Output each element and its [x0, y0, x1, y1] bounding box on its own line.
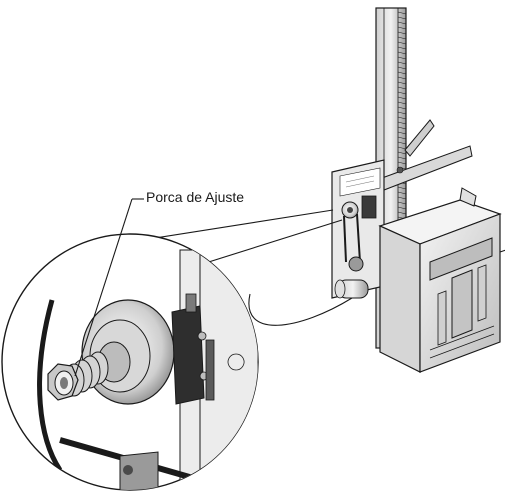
- rack-tooth: [397, 16, 407, 20]
- cover-box: [378, 187, 505, 373]
- rack-tooth: [397, 161, 407, 165]
- rack-tooth: [397, 61, 407, 65]
- rack-tooth: [397, 186, 407, 190]
- rack-tooth: [397, 41, 407, 45]
- rack-tooth: [397, 136, 407, 140]
- rack-tooth: [397, 111, 407, 115]
- rack-tooth: [397, 211, 407, 215]
- rack-tooth: [397, 96, 407, 100]
- rack-tooth: [397, 66, 407, 70]
- rack-tooth: [397, 116, 407, 120]
- rack-tooth: [397, 201, 407, 205]
- microswitch: [171, 293, 215, 405]
- rack-tooth: [397, 126, 407, 130]
- rack-tooth: [397, 81, 407, 85]
- rack-tooth: [397, 11, 407, 15]
- rack-tooth: [397, 86, 407, 90]
- rack-tooth: [397, 141, 407, 145]
- rack-tooth: [397, 121, 407, 125]
- rack-tooth: [397, 51, 407, 55]
- rack-tooth: [397, 21, 407, 25]
- rack-tooth: [397, 56, 407, 60]
- rack-tooth: [397, 76, 407, 80]
- rack-tooth: [397, 31, 407, 35]
- rack-tooth: [397, 191, 407, 195]
- rack-tooth: [397, 206, 407, 210]
- rack-tooth: [397, 91, 407, 95]
- rack-tooth: [397, 101, 407, 105]
- zoom-detail: [1, 233, 259, 491]
- rack-tooth: [397, 196, 407, 200]
- callout-label-porca-de-ajuste: Porca de Ajuste: [146, 189, 245, 205]
- diagonal-bars: [381, 119, 473, 191]
- rack-tooth: [397, 26, 407, 30]
- rack-tooth: [397, 36, 407, 40]
- rack-tooth: [397, 146, 407, 150]
- rack-tooth: [397, 46, 407, 50]
- motor-housing: [331, 159, 385, 299]
- rack-tooth: [397, 151, 407, 155]
- adjustment-nut: [47, 363, 79, 401]
- rack-tooth: [397, 156, 407, 160]
- rack-tooth: [397, 106, 407, 110]
- callout-leader: [74, 198, 144, 377]
- rack-tooth: [397, 131, 407, 135]
- rack-tooth: [397, 71, 407, 75]
